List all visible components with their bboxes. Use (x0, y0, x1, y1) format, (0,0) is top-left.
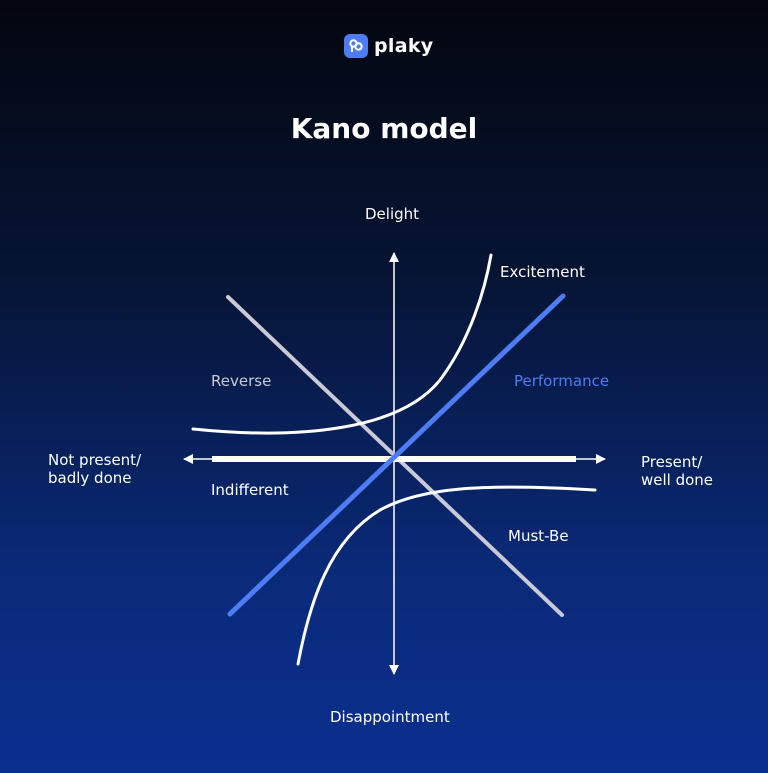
axis-label-not-present: Not present/ badly done (48, 451, 142, 487)
curve-label-must-be: Must-Be (508, 527, 569, 545)
excitement-curve (191, 253, 493, 435)
page-title: Kano model (290, 112, 478, 145)
curve-label-performance: Performance (514, 372, 610, 390)
curve-label-reverse: Reverse (211, 372, 272, 390)
performance-line (227, 293, 566, 617)
brand-name: plaky (374, 35, 434, 57)
axis-label-delight: Delight (365, 205, 420, 223)
axis-label-disappointment: Disappointment (330, 708, 450, 726)
must-be-curve (296, 485, 597, 666)
plaky-logo-icon (344, 34, 368, 58)
axis-label-present: Present/ well done (641, 453, 714, 489)
curve-label-excitement: Excitement (500, 263, 585, 281)
curve-label-indifferent: Indifferent (211, 481, 289, 499)
brand-logo: plaky (344, 33, 433, 59)
